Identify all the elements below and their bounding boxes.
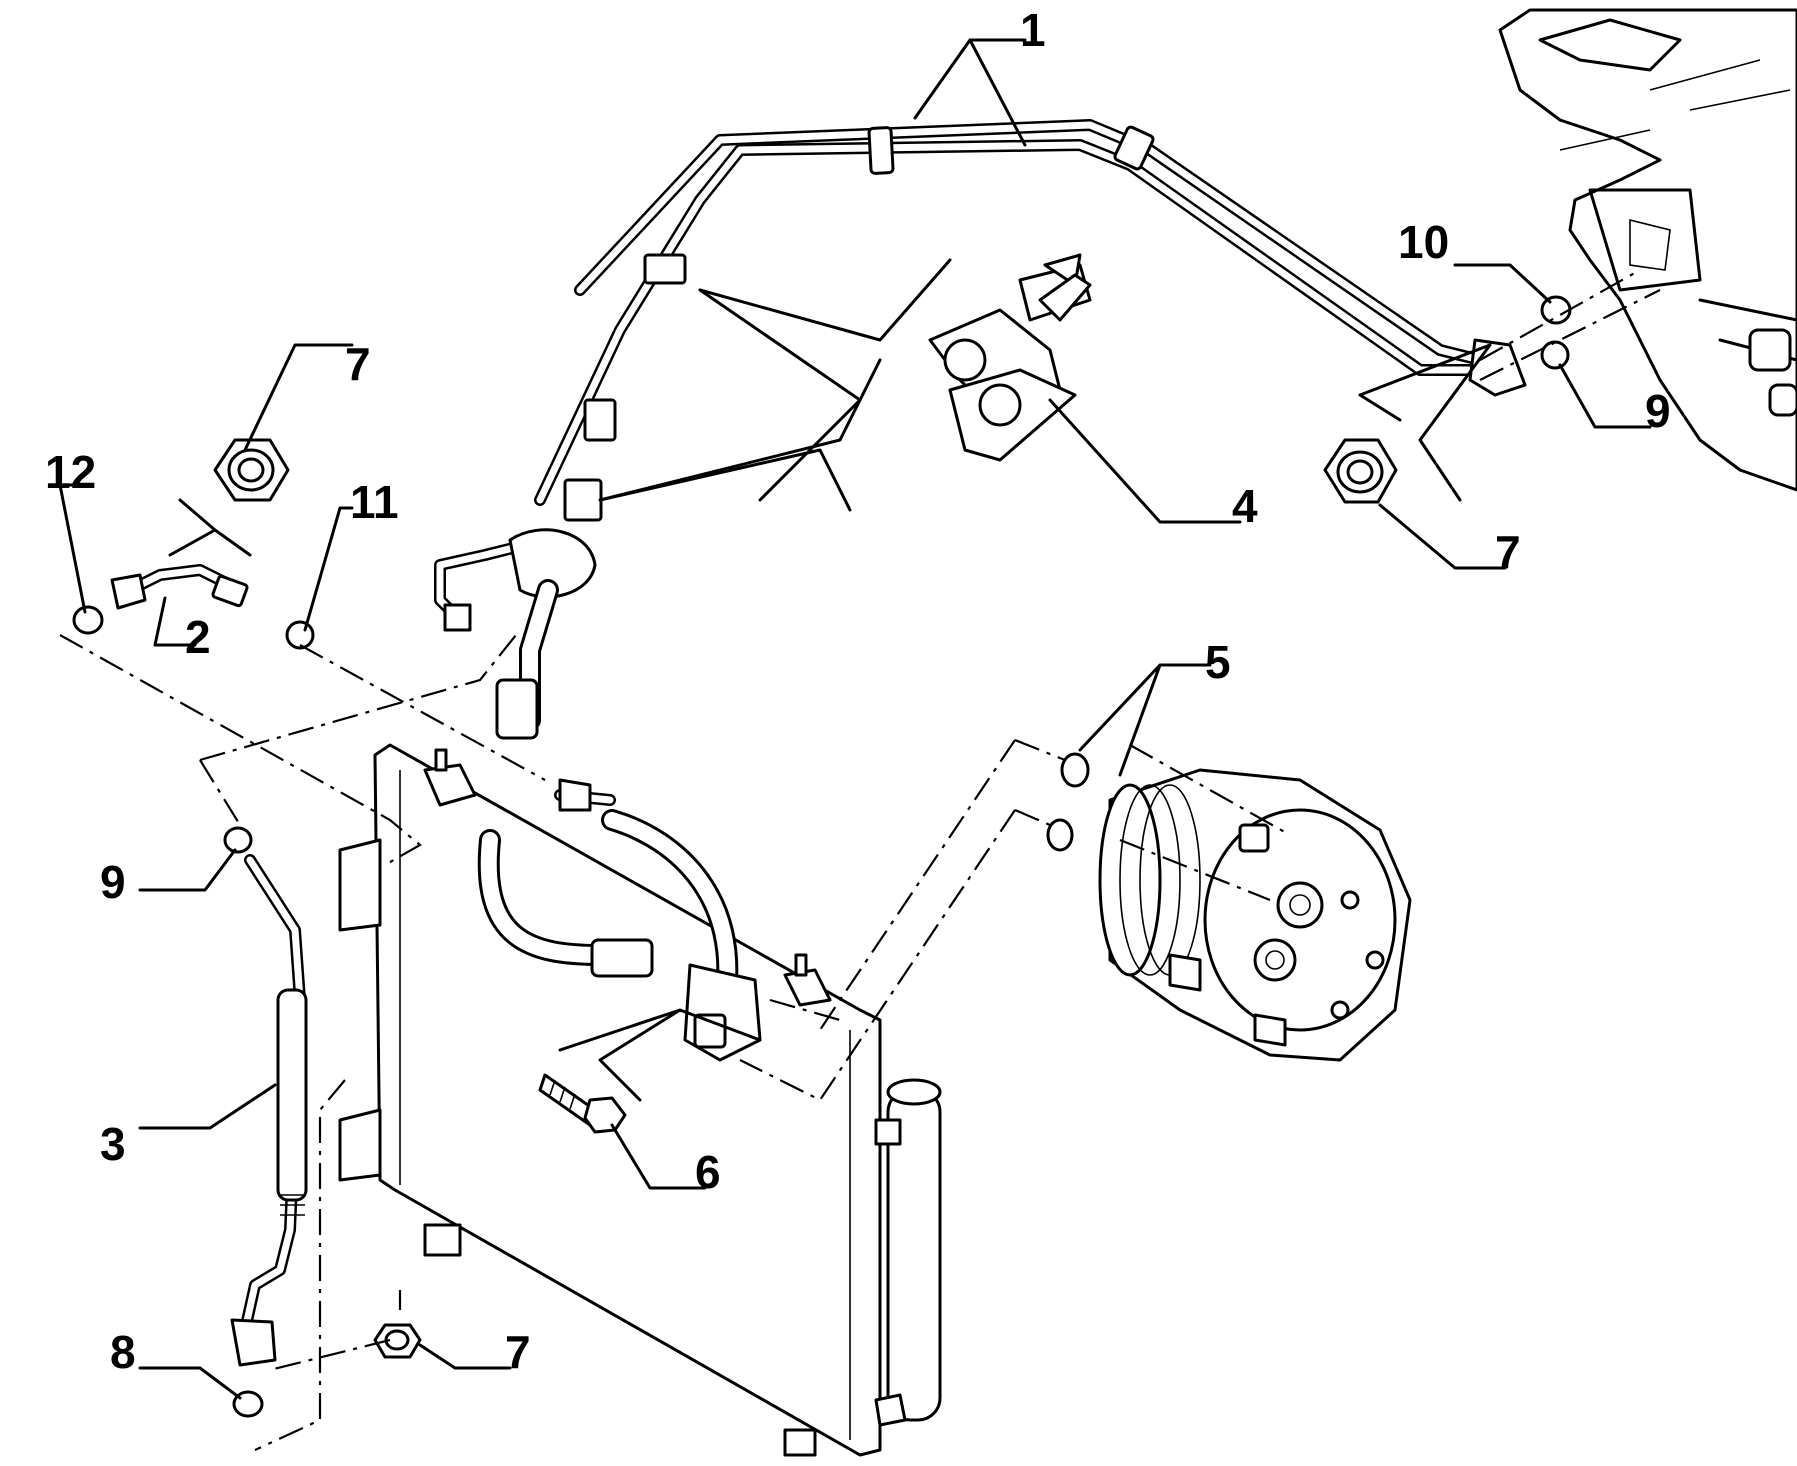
callout-7-upper: 7 bbox=[345, 338, 371, 390]
callout-1: 1 bbox=[1020, 4, 1046, 56]
callout-5: 5 bbox=[1205, 636, 1231, 688]
liquid-pipe-short bbox=[110, 564, 249, 610]
callout-7-right: 7 bbox=[1495, 526, 1521, 578]
assembly-centerlines bbox=[59, 269, 1661, 1451]
callout-12: 12 bbox=[45, 446, 96, 498]
condenser-hoses bbox=[477, 778, 762, 1062]
callout-8: 8 bbox=[110, 1326, 136, 1378]
callout-leaders bbox=[58, 38, 1652, 1400]
callout-9-left: 9 bbox=[100, 856, 126, 908]
evaporator-housing bbox=[1498, 8, 1797, 492]
callout-6: 6 bbox=[695, 1146, 721, 1198]
callout-labels: 1 2 3 4 5 6 7 7 7 8 9 9 10 11 12 bbox=[45, 4, 1671, 1378]
callout-10: 10 bbox=[1398, 216, 1449, 268]
discharge-pipe bbox=[230, 854, 308, 1367]
nut-lower bbox=[373, 1323, 422, 1359]
callout-11: 11 bbox=[350, 476, 399, 528]
hose-clip-bracket bbox=[928, 253, 1092, 462]
nut-upper-left bbox=[213, 438, 290, 502]
callout-7-lower: 7 bbox=[505, 1326, 531, 1378]
callout-4: 4 bbox=[1232, 480, 1258, 532]
callout-3: 3 bbox=[100, 1118, 126, 1170]
bolt bbox=[538, 1073, 627, 1134]
ac-hose-assembly bbox=[434, 119, 1527, 740]
nut-right bbox=[1323, 438, 1398, 504]
callout-9-right: 9 bbox=[1645, 385, 1671, 437]
callout-2: 2 bbox=[185, 611, 211, 663]
compressor bbox=[1098, 768, 1412, 1062]
